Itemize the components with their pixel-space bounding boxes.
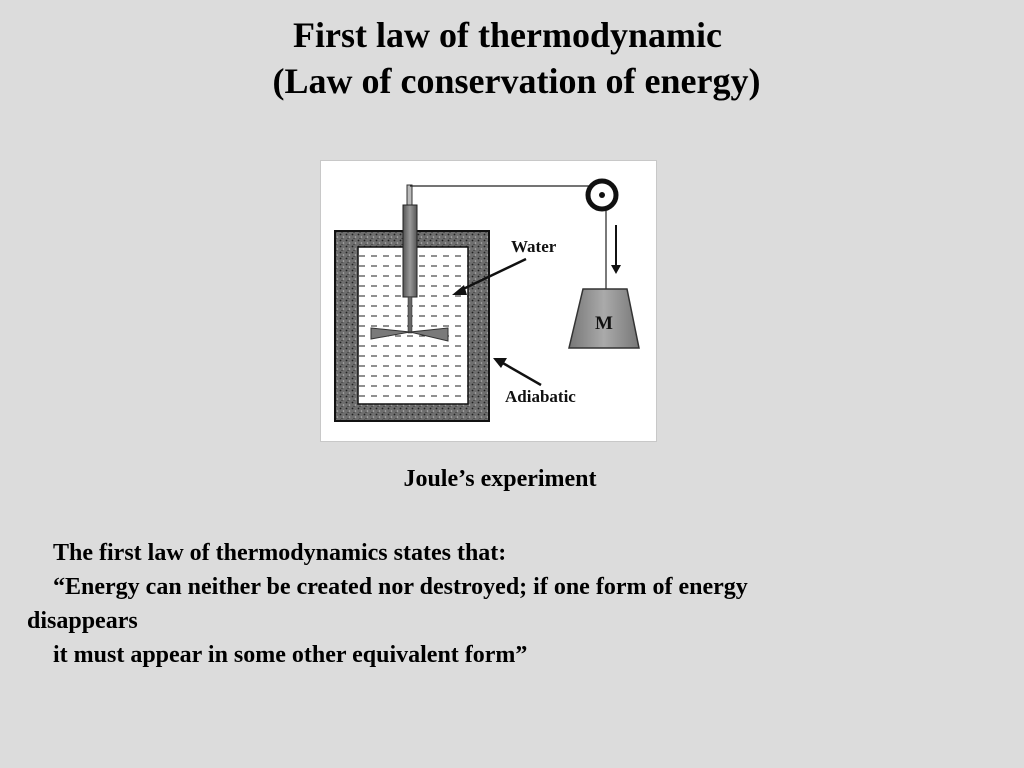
stirrer-shaft-top xyxy=(406,184,413,208)
figure-caption: Joule’s experiment xyxy=(403,466,597,492)
slide-title: First law of thermodynamic (Law of conse… xyxy=(0,12,1024,104)
adiabatic-label: Adiabatic xyxy=(505,387,576,406)
joule-experiment-diagram: M Water Adiabatic xyxy=(320,160,657,442)
paddle-left xyxy=(370,327,411,340)
body-text: The first law of thermodynamics states t… xyxy=(27,536,1007,672)
body-line-4: it must appear in some other equivalent … xyxy=(53,642,528,668)
body-line-3: disappears xyxy=(27,608,138,634)
mass-label: M xyxy=(595,313,613,334)
paddle-right xyxy=(409,327,449,342)
title-line-2: (Law of conservation of energy) xyxy=(263,61,761,101)
water-label: Water xyxy=(511,237,557,256)
water-pointer-arrow xyxy=(458,257,527,293)
mass-weight xyxy=(568,288,640,349)
title-line-1: First law of thermodynamic xyxy=(293,15,731,55)
body-line-2: “Energy can neither be created nor destr… xyxy=(53,574,748,600)
body-line-1: The first law of thermodynamics states t… xyxy=(53,540,507,566)
adiabatic-pointer-arrow xyxy=(500,360,542,387)
stirrer-shaft xyxy=(402,204,418,298)
